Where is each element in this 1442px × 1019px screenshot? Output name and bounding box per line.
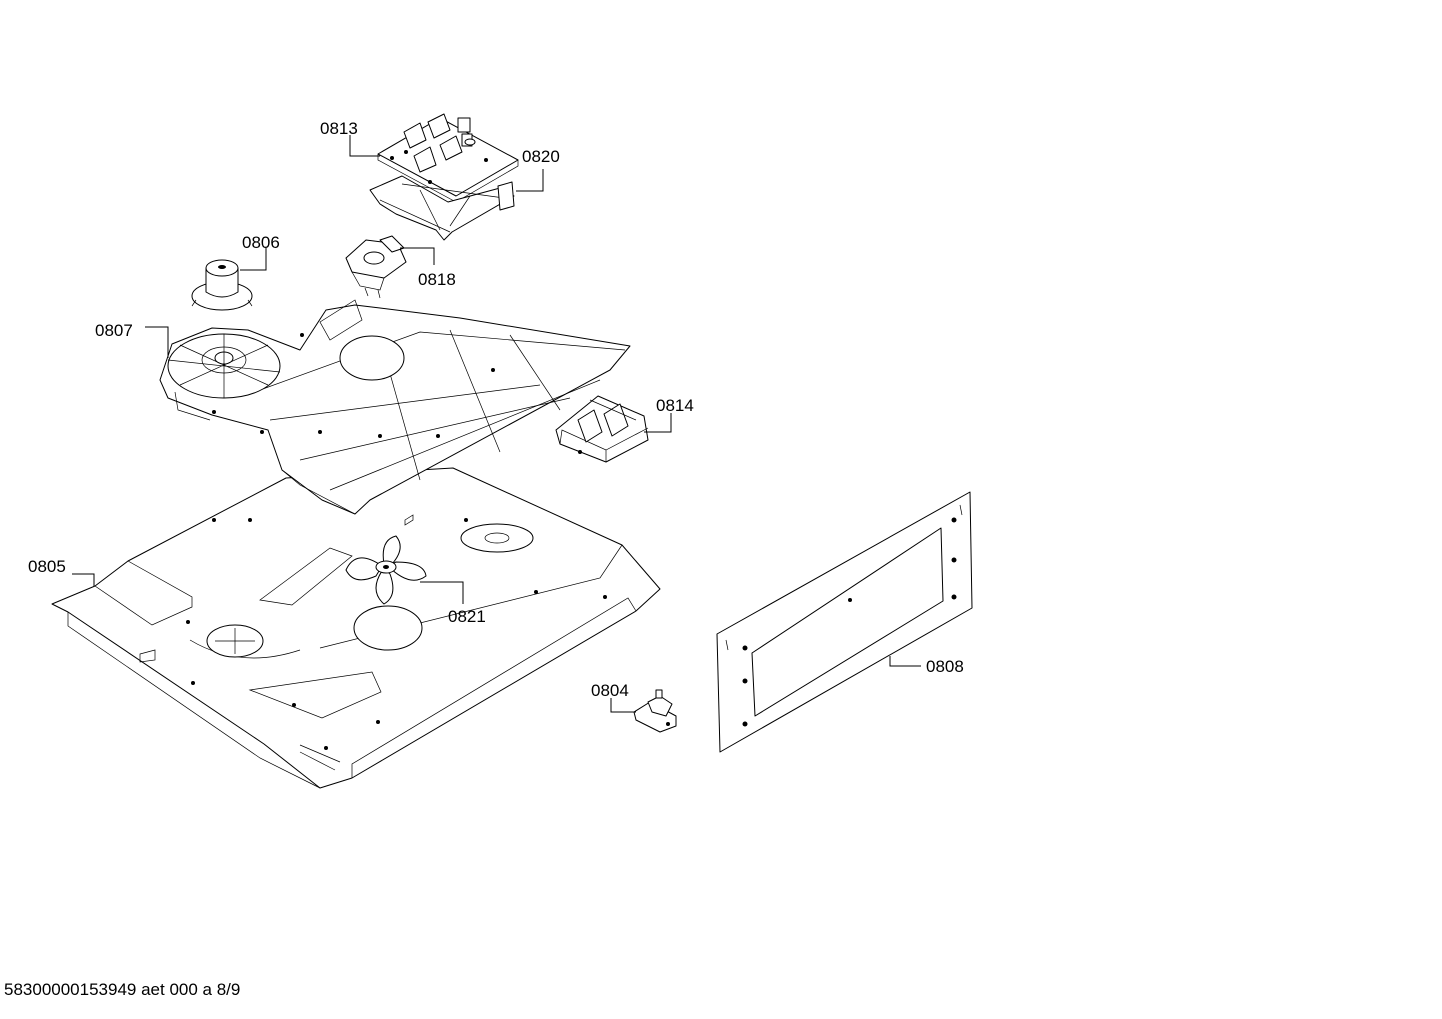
fan-duct-part-0807 (159, 299, 631, 515)
part-label-0821: 0821 (448, 607, 486, 626)
part-label-0805: 0805 (28, 557, 66, 576)
document-footer-id: 58300000153949 aet 000 a 8/9 (4, 980, 241, 999)
part-label-0806: 0806 (242, 233, 280, 252)
part-label-0804: 0804 (591, 681, 629, 700)
terminal-block-part-0814 (555, 395, 649, 463)
part-label-0807: 0807 (95, 321, 133, 340)
gasket-frame-part-0808 (716, 491, 973, 753)
part-label-0818: 0818 (418, 270, 456, 289)
part-label-0813: 0813 (320, 119, 358, 138)
part-label-0820: 0820 (522, 147, 560, 166)
fan-blade-part-0821 (345, 535, 427, 605)
motor-part-0806 (191, 259, 253, 311)
part-label-0814: 0814 (656, 396, 694, 415)
leader-lines (72, 135, 921, 713)
base-plate-part-0805 (51, 467, 661, 789)
part-label-0808: 0808 (926, 657, 964, 676)
board-bracket-part-0820 (369, 175, 515, 241)
control-board-part-0813 (377, 113, 519, 203)
small-motor-part-0818 (345, 235, 407, 299)
sensor-part-0804 (633, 689, 677, 733)
